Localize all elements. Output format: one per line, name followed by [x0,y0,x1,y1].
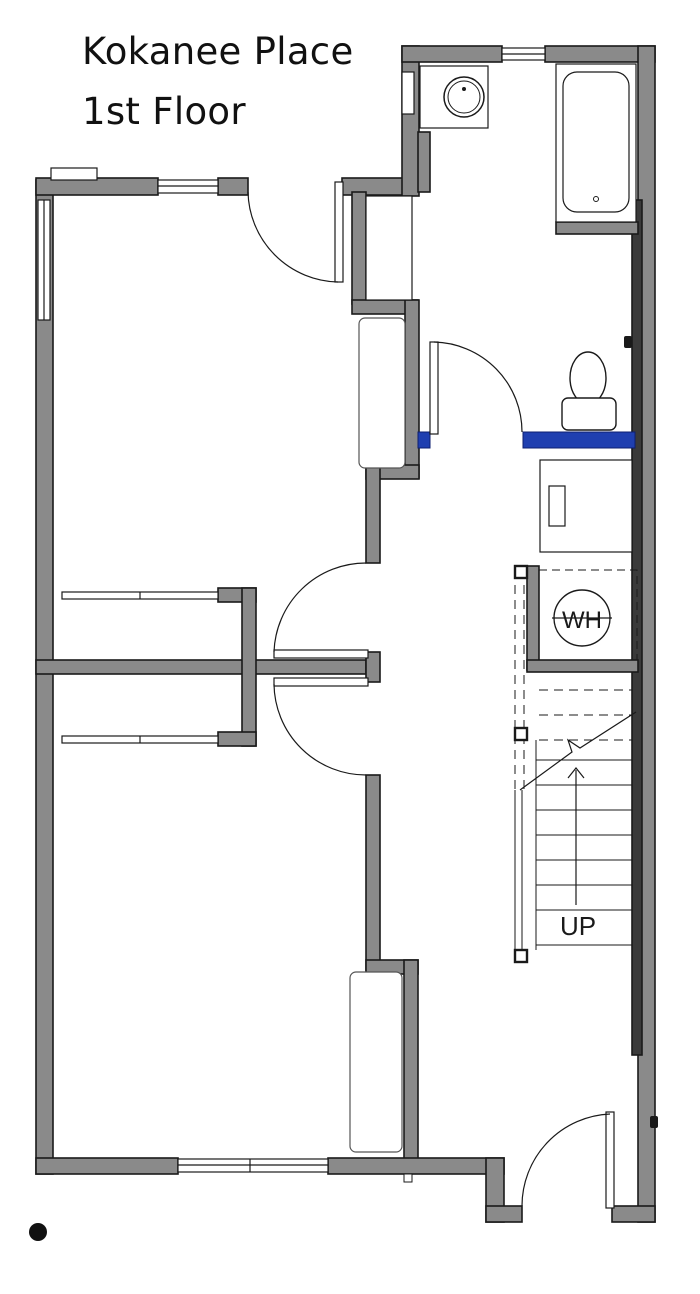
wall-entry-bottom-right [611,1205,656,1223]
wall-bath-left [401,45,420,197]
stair-posts [513,564,529,964]
wall-bedroom-divider [35,659,367,675]
wardrobes [349,195,413,1153]
wardrobe-bed2 [349,971,403,1153]
stairs [514,570,637,955]
stairs-arrow-icon [567,767,585,905]
wall-bed2-closet [403,959,419,1169]
door-swing-bed2 [273,683,367,776]
doors [247,181,615,1209]
toilet-icon [561,351,617,431]
water-heater-label: WH [562,607,602,634]
plan-title: Kokanee Place [82,30,354,73]
wall-bed1-right [365,464,381,564]
plan-floor-label: 1st Floor [82,90,246,133]
door-swing-bed1-exterior [247,191,339,283]
water-heater-icon: WH [538,569,638,661]
door-bed1-exterior [334,181,344,283]
wall-left-exterior [35,179,54,1175]
wall-bottom-left [35,1157,179,1175]
wall-right-band [631,199,643,1056]
wall-wh-left [526,565,540,671]
door-bed1 [273,649,369,659]
sink-icon [419,65,489,129]
window-bed1-corner [50,167,98,181]
marker-dot-icon [29,1223,47,1241]
wall-closet-side [241,587,257,747]
vent-markers [403,1173,413,1183]
door-swing-entry [521,1113,611,1207]
wall-top-pier [217,177,249,196]
accent-walls [417,431,636,449]
accent-wall-stub [417,431,431,449]
wall-bath-top-left [401,45,503,63]
door-swing-bed1 [273,562,367,653]
wall-hall-left-upper [404,299,420,479]
accent-wall-bath [522,431,636,449]
bathtub-icon [555,63,637,223]
door-swing-bathroom [433,341,523,433]
wall-entry-bottom-left [485,1205,523,1223]
wall-closet-upper [351,191,367,305]
wall-closet2-bottom [217,731,257,747]
door-entry [605,1111,615,1209]
hall-closet [365,195,413,301]
wall-bath-stub [417,131,431,193]
wardrobe-bed1 [358,317,406,469]
door-bathroom [429,341,439,435]
door-bed2 [273,677,369,687]
right-wall-details [624,336,658,1128]
wall-divider-end [365,651,381,683]
washer-icon [539,459,633,553]
stairs-label: UP [560,911,596,941]
window-bath-left [401,71,415,115]
wall-tub-bottom [555,221,639,235]
windows [37,47,546,1173]
wall-bottom-right [327,1157,505,1175]
stairs-dashed [514,570,632,790]
wall-wh-bottom [526,659,639,673]
closet-doors [61,591,219,744]
wall-bed2-right [365,774,381,971]
